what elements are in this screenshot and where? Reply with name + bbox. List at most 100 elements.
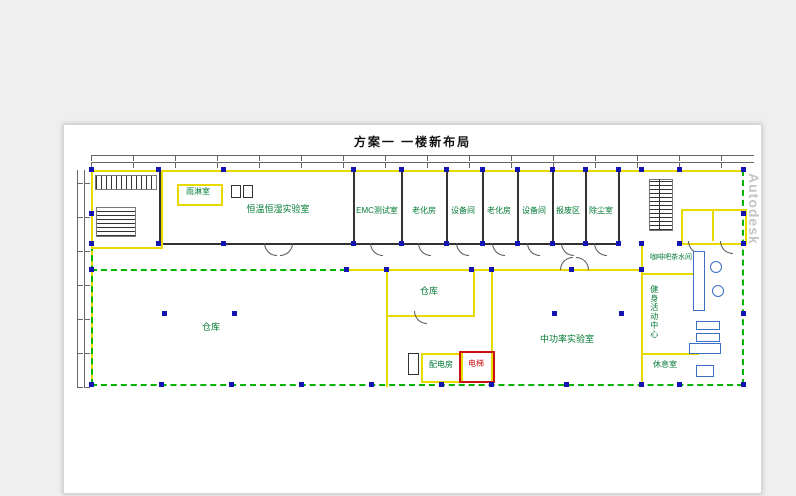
room-label-equip1: 设备间 bbox=[451, 206, 475, 215]
column-marker bbox=[162, 311, 167, 316]
column-marker bbox=[89, 382, 94, 387]
column-marker bbox=[221, 167, 226, 172]
stairs-icon bbox=[95, 175, 157, 190]
room-label-coffee: 咖啡吧茶水间 bbox=[650, 254, 692, 261]
room-rain bbox=[177, 184, 223, 206]
column-marker bbox=[677, 382, 682, 387]
floor-plan: 雨淋室 恒温恒湿实验室 EMC测试室 老化房 设备间 老化房 设备间 报废区 除… bbox=[64, 125, 762, 493]
column-marker bbox=[639, 241, 644, 246]
column-marker bbox=[369, 382, 374, 387]
gym-equipment-icon bbox=[696, 333, 720, 342]
wall-segment bbox=[91, 384, 743, 386]
stairs-icon bbox=[649, 179, 673, 231]
wall-segment bbox=[401, 171, 403, 245]
column-marker bbox=[616, 241, 621, 246]
counter-icon bbox=[693, 251, 705, 311]
room-right-top bbox=[681, 209, 747, 245]
column-marker bbox=[677, 241, 682, 246]
column-marker bbox=[480, 167, 485, 172]
column-marker bbox=[344, 267, 349, 272]
autodesk-watermark: Autodesk bbox=[746, 173, 762, 245]
door-arc bbox=[492, 243, 505, 256]
column-marker bbox=[351, 167, 356, 172]
column-marker bbox=[741, 382, 746, 387]
column-marker bbox=[639, 267, 644, 272]
dimension-line-left-2 bbox=[84, 170, 90, 388]
door-arc bbox=[576, 257, 589, 270]
column-marker bbox=[89, 267, 94, 272]
column-marker bbox=[399, 241, 404, 246]
column-marker bbox=[583, 167, 588, 172]
wall-segment bbox=[482, 171, 484, 245]
column-marker bbox=[564, 382, 569, 387]
room-label-lounge: 休息室 bbox=[653, 360, 677, 369]
room-label-power: 配电房 bbox=[429, 360, 453, 369]
room-label-dust: 除尘室 bbox=[589, 206, 613, 215]
column-marker bbox=[156, 241, 161, 246]
room-elevator bbox=[459, 351, 495, 383]
door-arc bbox=[720, 241, 733, 254]
door-arc bbox=[560, 257, 573, 270]
column-marker bbox=[639, 382, 644, 387]
column-marker bbox=[444, 167, 449, 172]
drawing-page: 方案一 一楼新布局 雨淋室 恒 bbox=[63, 124, 762, 494]
wall-segment bbox=[742, 170, 744, 385]
column-marker bbox=[677, 167, 682, 172]
door-arc bbox=[594, 243, 607, 256]
column-marker bbox=[515, 167, 520, 172]
gym-equipment-icon bbox=[696, 321, 720, 330]
column-marker bbox=[232, 311, 237, 316]
column-marker bbox=[741, 241, 746, 246]
wall-segment bbox=[517, 171, 519, 245]
door-arc bbox=[418, 243, 431, 256]
wall-segment bbox=[91, 170, 743, 172]
column-marker bbox=[439, 382, 444, 387]
column-marker bbox=[550, 241, 555, 246]
sofa-icon bbox=[696, 365, 714, 377]
stair-rail bbox=[659, 179, 660, 229]
column-marker bbox=[229, 382, 234, 387]
wall-segment bbox=[353, 171, 355, 245]
door-arc bbox=[561, 243, 574, 256]
column-marker bbox=[299, 382, 304, 387]
column-marker bbox=[89, 211, 94, 216]
column-marker bbox=[399, 167, 404, 172]
wall-segment bbox=[91, 245, 93, 385]
room-label-aging1: 老化房 bbox=[412, 206, 436, 215]
column-marker bbox=[550, 167, 555, 172]
wall-segment bbox=[491, 269, 493, 387]
column-marker bbox=[515, 241, 520, 246]
equipment-icon bbox=[243, 185, 253, 198]
column-marker bbox=[221, 241, 226, 246]
wall-segment bbox=[386, 269, 388, 387]
column-marker bbox=[159, 382, 164, 387]
door-arc bbox=[527, 243, 540, 256]
room-label-warehouse-main: 仓库 bbox=[201, 322, 221, 332]
column-marker bbox=[741, 167, 746, 172]
room-label-aging2: 老化房 bbox=[487, 206, 511, 215]
column-marker bbox=[89, 167, 94, 172]
wall-segment bbox=[585, 171, 587, 245]
table-icon bbox=[710, 261, 722, 273]
column-marker bbox=[489, 267, 494, 272]
room-label-mid-power-lab: 中功率实验室 bbox=[539, 334, 595, 344]
room-label-humidity-lab: 恒温恒湿实验室 bbox=[246, 204, 310, 214]
wall-segment bbox=[159, 171, 161, 245]
dimension-line-top-2 bbox=[91, 162, 754, 168]
room-label-equip2: 设备间 bbox=[522, 206, 546, 215]
wall-segment bbox=[446, 171, 448, 245]
door-arc bbox=[456, 243, 469, 256]
table-icon bbox=[712, 285, 724, 297]
column-marker bbox=[583, 241, 588, 246]
column-marker bbox=[480, 241, 485, 246]
column-marker bbox=[616, 167, 621, 172]
wall-segment bbox=[712, 209, 714, 241]
door-arc bbox=[370, 243, 383, 256]
column-marker bbox=[351, 241, 356, 246]
room-label-emc: EMC测试室 bbox=[356, 206, 398, 215]
door-arc bbox=[280, 243, 293, 256]
room-label-elevator: 电梯 bbox=[468, 359, 484, 368]
column-marker bbox=[444, 241, 449, 246]
drawing-title: 方案一 一楼新布局 bbox=[353, 135, 472, 149]
